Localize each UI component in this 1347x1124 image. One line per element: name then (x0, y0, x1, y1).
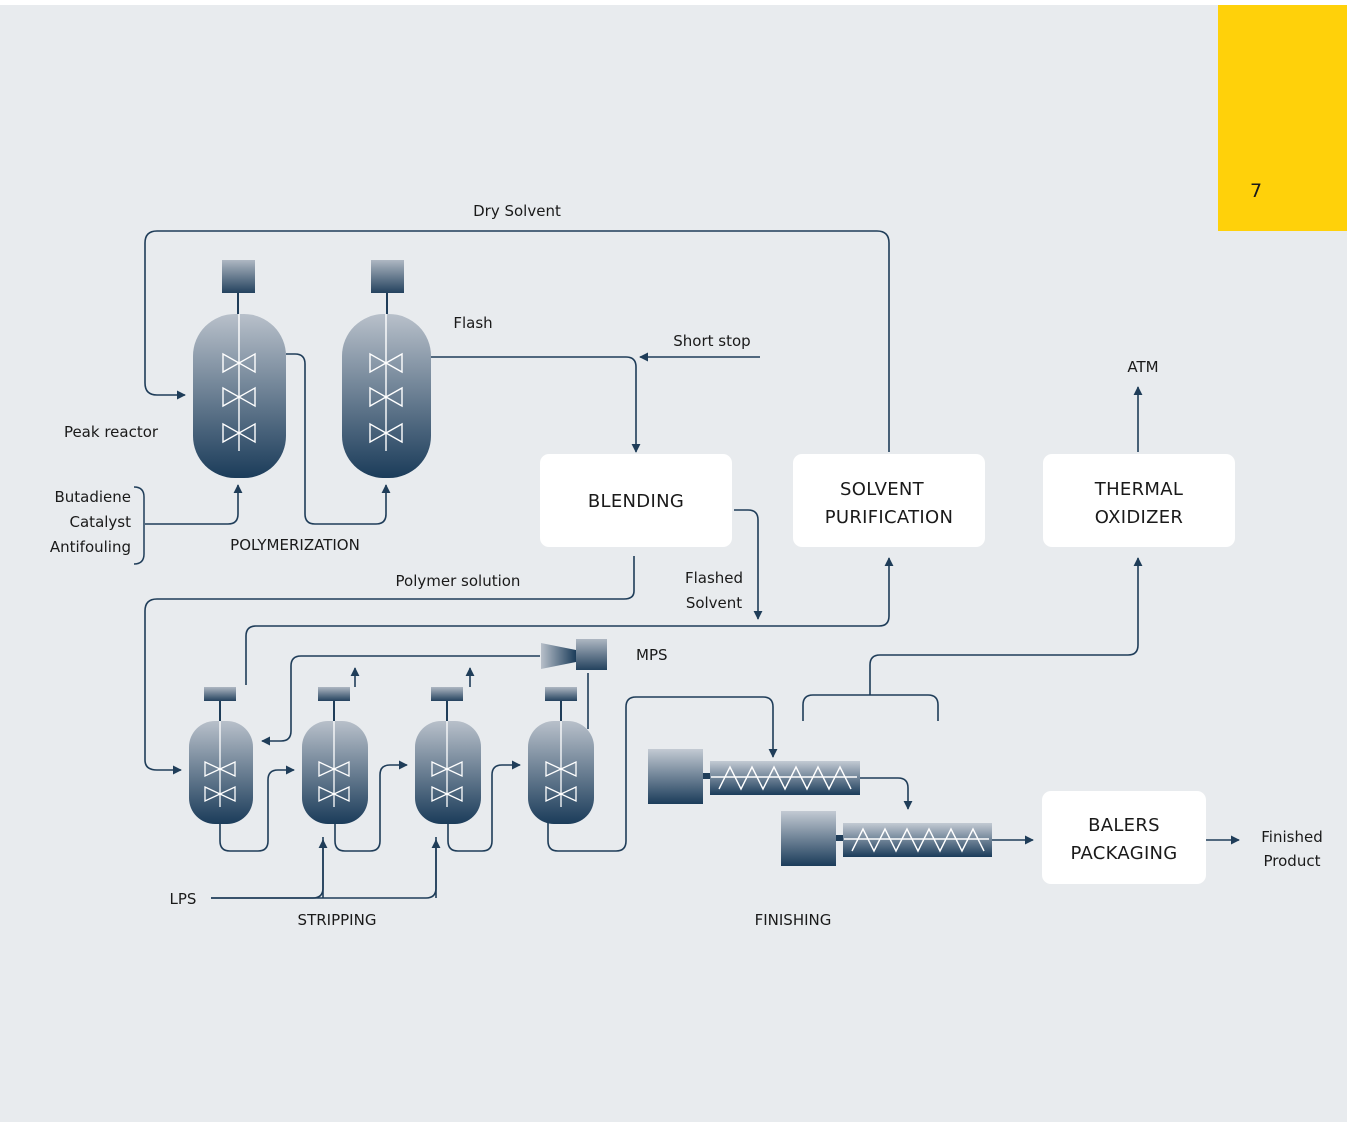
peak-reactor-label: Peak reactor (64, 423, 159, 441)
polymerization-label: POLYMERIZATION (230, 536, 360, 554)
atm-label: ATM (1127, 358, 1158, 376)
balers-packaging-label-2: PACKAGING (1070, 843, 1177, 864)
thermal-oxidizer-label-1: THERMAL (1094, 479, 1183, 500)
butadiene-label: Butadiene (54, 488, 131, 506)
balers-packaging-box: BALERS PACKAGING (1042, 791, 1206, 884)
solvent-purification-box: SOLVENT PURIFICATION (793, 454, 985, 547)
finishing-label: FINISHING (755, 911, 832, 929)
feed-bracket (133, 486, 145, 565)
product-label: Product (1264, 852, 1321, 870)
balers-packaging-label-1: BALERS (1088, 815, 1160, 836)
flashed-label: Flashed (685, 569, 743, 587)
peak-reactor (193, 260, 286, 478)
dry-solvent-label: Dry Solvent (473, 202, 561, 220)
solvent-purification-label-2: PURIFICATION (825, 507, 954, 528)
stripper-1 (189, 687, 253, 824)
blending-box: BLENDING (540, 454, 732, 547)
flash-reactor (342, 260, 431, 478)
process-lines (144, 230, 1240, 899)
short-stop-label: Short stop (673, 332, 750, 350)
stripper-2 (302, 687, 368, 824)
diagram-background (0, 5, 1347, 1122)
flash-label: Flash (453, 314, 492, 332)
page-number: 7 (1250, 180, 1262, 202)
stripping-label: STRIPPING (298, 911, 377, 929)
thermal-oxidizer-label-2: OXIDIZER (1095, 507, 1183, 528)
blending-label: BLENDING (588, 491, 684, 512)
polymer-solution-label: Polymer solution (396, 572, 521, 590)
mps-ejector (541, 639, 607, 670)
page-tab (1218, 5, 1347, 231)
extruder-1 (648, 749, 860, 804)
solvent-label: Solvent (686, 594, 742, 612)
thermal-oxidizer-box: THERMAL OXIDIZER (1043, 454, 1235, 547)
process-flow-diagram: 7 (0, 5, 1347, 1122)
antifouling-label: Antifouling (50, 538, 131, 556)
solvent-purification-label-1: SOLVENT (840, 479, 925, 500)
stripper-3 (415, 687, 481, 824)
catalyst-label: Catalyst (70, 513, 132, 531)
extruder-2 (781, 811, 992, 866)
stripper-4 (528, 687, 594, 824)
finished-label: Finished (1261, 828, 1322, 846)
mps-label: MPS (636, 646, 668, 664)
lps-label: LPS (170, 890, 197, 908)
